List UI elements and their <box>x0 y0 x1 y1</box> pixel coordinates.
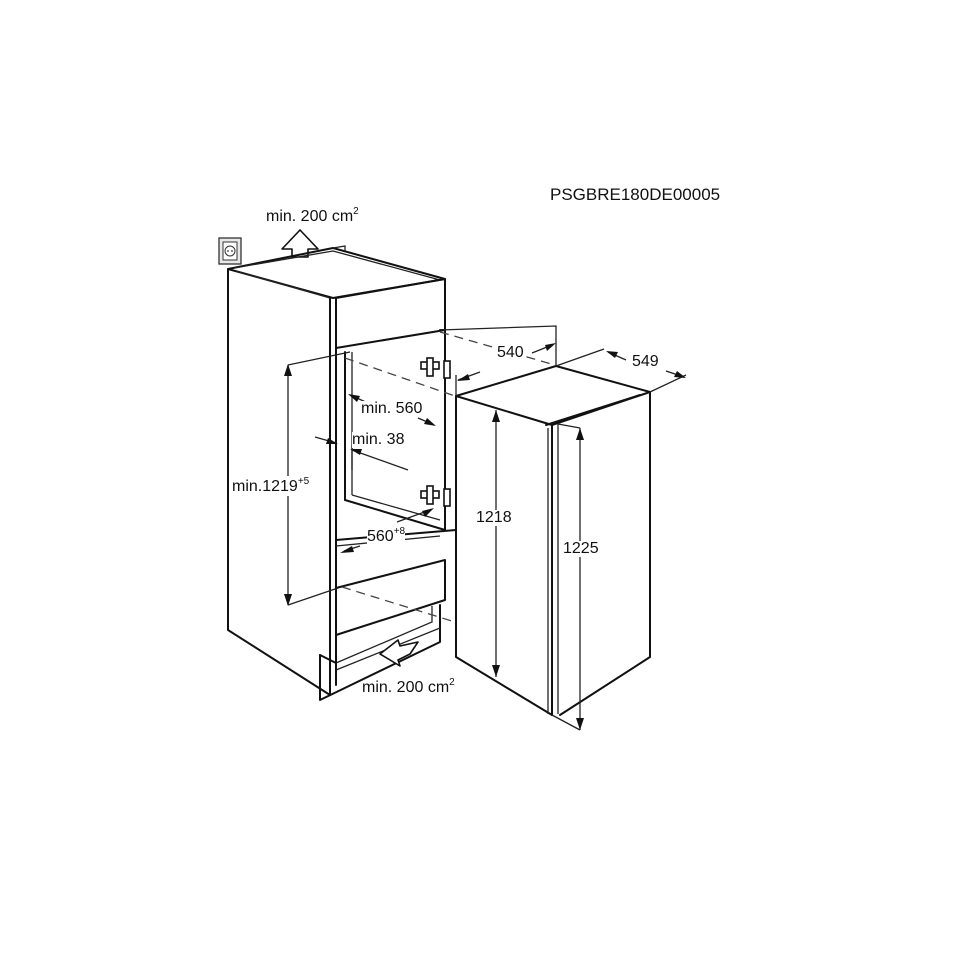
appliance-refrigerator <box>455 365 651 731</box>
appliance-depth-label: 549 <box>630 353 661 370</box>
vent-top-label: min. 200 cm2 <box>266 207 359 225</box>
power-socket-icon <box>218 237 242 265</box>
appliance-body-height-label: 1218 <box>476 509 512 526</box>
vent-top-sup: 2 <box>353 206 359 217</box>
hinge-icon <box>420 357 451 379</box>
niche-width-sup: +8 <box>393 526 406 537</box>
niche-width-text: 560 <box>367 528 394 545</box>
diagram-code: PSGBRE180DE00005 <box>550 185 721 204</box>
niche-height-text: min.1219 <box>232 478 298 495</box>
side-clearance-label: min. 38 <box>352 431 405 448</box>
vent-top-text: min. 200 cm <box>266 208 354 225</box>
vent-bottom-text: min. 200 cm <box>362 679 450 696</box>
airflow-in-arrow-icon <box>379 639 419 667</box>
appliance-width-label: 540 <box>495 344 526 361</box>
niche-width-label: 560+8 <box>367 526 406 545</box>
vent-bottom-label: min. 200 cm2 <box>362 678 455 696</box>
cabinet-housing <box>227 245 457 701</box>
appliance-total-height-label: 1225 <box>563 540 599 557</box>
niche-height-sup: +5 <box>297 476 310 487</box>
niche-height-label: min.1219+5 <box>232 476 310 496</box>
hinge-icon <box>420 485 451 507</box>
niche-width-min-label: min. 560 <box>361 400 423 417</box>
vent-bottom-sup: 2 <box>449 677 455 688</box>
